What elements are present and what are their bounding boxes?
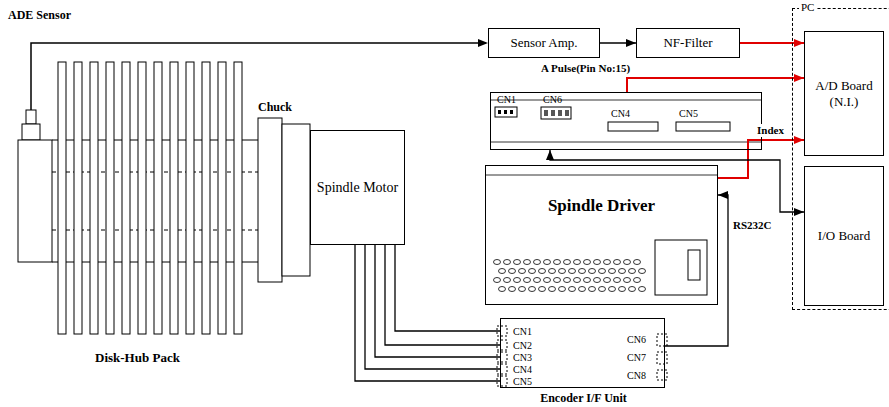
interface-unit: Encoder I/F UnitCN1CN2CN3CN4CN5CN6CN7CN8 — [500, 318, 665, 388]
filter-box: NF-Filter — [636, 28, 740, 58]
connector-line — [385, 245, 500, 345]
node-text: Spindle Driver — [548, 196, 655, 216]
amplifier-box: Sensor Amp. — [488, 28, 600, 58]
pc-group: PCA/D Board (N.I.)I/O Board — [792, 8, 889, 310]
port-label: CN4 — [513, 365, 532, 375]
signal-label: A Pulse(Pin No:15) — [540, 62, 631, 75]
dip-switch — [541, 107, 571, 119]
connector-line — [665, 195, 728, 346]
dip-switch-keys — [544, 110, 569, 116]
sensor-body — [22, 124, 40, 140]
node-text: A/D Board (N.I.) — [809, 78, 879, 110]
node-text: NF-Filter — [663, 35, 712, 51]
part-label: Chuck — [258, 100, 292, 115]
signal-line — [740, 42, 804, 44]
signal-label: Index — [756, 124, 785, 137]
port-label: CN8 — [627, 371, 646, 381]
connector-line — [355, 245, 500, 381]
chuck-body — [282, 124, 310, 276]
node-text: Encoder I/F Unit — [501, 391, 666, 405]
driver-connector — [688, 250, 700, 280]
node-text: PC — [799, 1, 816, 14]
board-box: A/D Board (N.I.) — [804, 31, 884, 156]
sensor-label: ADE Sensor — [8, 8, 71, 23]
connector — [608, 122, 658, 131]
connector-pins — [498, 110, 513, 114]
driver-box: Spindle Driver — [485, 165, 718, 305]
board-rim — [490, 100, 762, 101]
arrow-head — [478, 39, 488, 47]
node-text: Spindle Motor — [317, 180, 398, 196]
connector-outline — [497, 326, 667, 386]
chuck-flange — [258, 118, 282, 282]
motor-box: Spindle Motor — [310, 130, 405, 245]
board-rim — [490, 142, 762, 143]
connector-line — [375, 245, 500, 357]
sensor-probe — [26, 110, 36, 124]
port-label: CN5 — [513, 377, 532, 387]
part-label: Disk-Hub Pack — [95, 350, 180, 366]
connector — [495, 107, 517, 117]
signal-line — [627, 78, 804, 92]
shaft-end — [18, 140, 52, 262]
node-text: Sensor Amp. — [510, 35, 577, 51]
connector — [676, 122, 730, 131]
port-label: CN1 — [513, 327, 532, 337]
port-label: CN6 — [627, 335, 646, 345]
port-label: CN2 — [513, 341, 532, 351]
disk-stack — [58, 62, 242, 334]
sensor-wire — [31, 43, 486, 110]
node-text: I/O Board — [818, 228, 870, 244]
port-label: CN5 — [679, 109, 698, 119]
connector-line — [365, 245, 500, 369]
vent-holes — [494, 260, 646, 292]
counter-board: CN1 CN6CN4 CN5 — [490, 92, 762, 150]
signal-label: RS232C — [732, 219, 773, 232]
port-label: CN6 — [543, 95, 562, 105]
connector-line — [600, 42, 636, 43]
driver-connector — [655, 240, 707, 295]
port-label: CN1 — [497, 95, 516, 105]
driver-rim — [485, 175, 718, 176]
port-label: CN4 — [611, 109, 630, 119]
board-box: I/O Board — [804, 166, 884, 306]
port-label: CN3 — [513, 353, 532, 363]
port-label: CN7 — [627, 353, 646, 363]
